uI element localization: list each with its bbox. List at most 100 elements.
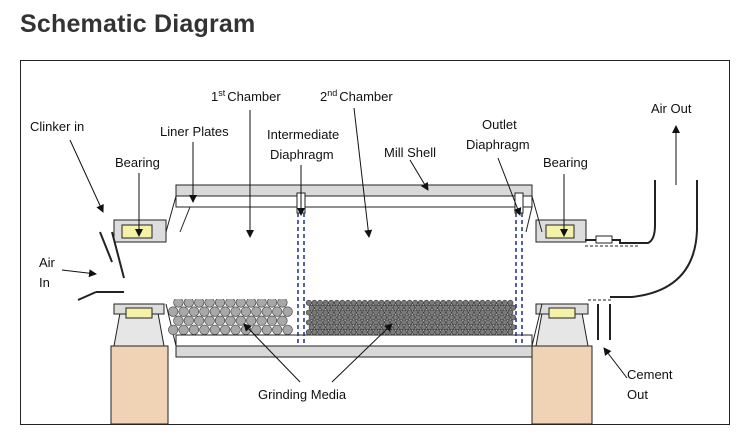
grinding-ball-small <box>395 329 402 336</box>
grinding-ball-small <box>434 299 441 306</box>
grinding-ball-large <box>183 299 194 308</box>
grinding-ball-small <box>493 304 500 311</box>
grinding-ball-small <box>465 304 472 311</box>
grinding-ball-small <box>317 329 323 336</box>
grinding-ball-small <box>417 309 424 316</box>
grinding-ball-large <box>230 306 241 317</box>
grinding-ball-small <box>339 309 346 316</box>
grinding-ball-small <box>403 324 410 331</box>
grinding-ball-large <box>277 299 288 308</box>
grinding-ball-small <box>406 329 413 336</box>
grinding-ball-small <box>479 329 486 336</box>
grinding-ball-small <box>445 329 452 336</box>
grinding-ball-small <box>359 324 365 331</box>
grinding-ball-small <box>308 324 315 331</box>
grinding-ball-small <box>398 324 405 331</box>
grinding-ball-small <box>443 304 449 311</box>
grinding-ball-small <box>350 319 357 326</box>
grinding-media-chamber-2 <box>305 299 517 336</box>
grinding-ball-small <box>345 319 351 326</box>
arrow-air-in <box>61 269 97 278</box>
grinding-ball-small <box>476 324 483 331</box>
grinding-ball-small <box>359 314 365 321</box>
grinding-ball-small <box>328 319 335 326</box>
grinding-ball-large <box>199 324 210 335</box>
grinding-ball-small <box>367 309 374 316</box>
grinding-ball-small <box>434 319 441 326</box>
grinding-ball-small <box>395 319 402 326</box>
grinding-ball-small <box>350 309 357 316</box>
grinding-ball-small <box>504 324 511 331</box>
grinding-ball-small <box>328 329 335 336</box>
mill-shell-bottom <box>165 303 543 358</box>
grinding-ball-small <box>468 319 475 326</box>
grinding-ball-small <box>325 314 332 321</box>
grinding-ball-large <box>282 324 293 335</box>
grinding-ball-small <box>305 319 312 326</box>
grinding-ball-large <box>199 306 210 317</box>
grinding-ball-small <box>336 304 343 311</box>
grinding-ball-large <box>214 315 226 326</box>
grinding-ball-small <box>403 314 410 321</box>
grinding-ball-small <box>437 304 444 311</box>
grinding-ball-small <box>473 319 480 326</box>
grinding-ball-small <box>353 314 360 321</box>
grinding-ball-small <box>462 299 469 306</box>
grinding-ball-small <box>510 314 517 321</box>
grinding-ball-large <box>277 315 288 326</box>
grinding-ball-small <box>504 304 511 311</box>
grinding-ball-small <box>479 299 486 306</box>
grinding-ball-small <box>501 319 508 326</box>
grinding-ball-small <box>437 324 444 331</box>
left-top-bearing <box>113 219 167 243</box>
grinding-ball-small <box>378 309 385 316</box>
grinding-ball-small <box>392 324 399 331</box>
grinding-ball-small <box>370 314 377 321</box>
grinding-ball-large <box>214 299 226 308</box>
grinding-ball-large <box>261 324 272 335</box>
grinding-ball-small <box>401 329 407 336</box>
grinding-ball-small <box>387 304 393 311</box>
grinding-ball-small <box>392 314 399 321</box>
grinding-ball-small <box>331 324 337 331</box>
grinding-ball-small <box>350 329 357 336</box>
grinding-ball-large <box>256 315 267 326</box>
left-bearing-pedestal <box>113 303 165 347</box>
grinding-ball-small <box>440 309 447 316</box>
grinding-ball-large <box>261 306 272 317</box>
grinding-ball-small <box>389 309 396 316</box>
grinding-ball-small <box>370 304 377 311</box>
grinding-ball-small <box>384 299 391 306</box>
grinding-ball-small <box>314 324 321 331</box>
grinding-ball-small <box>305 329 312 336</box>
grinding-ball-small <box>345 309 351 316</box>
grinding-ball-small <box>389 319 396 326</box>
grinding-ball-large <box>240 306 252 317</box>
grinding-ball-small <box>417 319 424 326</box>
grinding-ball-large <box>183 315 194 326</box>
grinding-ball-small <box>468 309 475 316</box>
grinding-ball-small <box>448 314 455 321</box>
grinding-ball-small <box>409 304 416 311</box>
right-bearing-pedestal <box>535 303 589 347</box>
arrow-chamber2 <box>353 107 373 238</box>
grinding-ball-small <box>490 299 497 306</box>
grinding-ball-small <box>434 329 441 336</box>
grinding-ball-small <box>412 329 419 336</box>
grinding-ball-large <box>168 306 179 317</box>
grinding-ball-small <box>375 304 382 311</box>
grinding-ball-small <box>434 309 441 316</box>
grinding-ball-small <box>361 329 368 336</box>
grinding-ball-small <box>440 329 447 336</box>
grinding-ball-small <box>409 314 416 321</box>
mill-shell-top <box>165 184 543 233</box>
label-intermediate-line1: Intermediate <box>267 127 339 142</box>
grinding-ball-small <box>454 304 461 311</box>
grinding-ball-small <box>308 304 315 311</box>
grinding-ball-small <box>507 299 514 306</box>
grinding-ball-small <box>406 309 413 316</box>
grinding-ball-small <box>510 304 517 311</box>
grinding-ball-small <box>412 299 419 306</box>
grinding-ball-small <box>406 299 413 306</box>
grinding-ball-small <box>378 299 385 306</box>
